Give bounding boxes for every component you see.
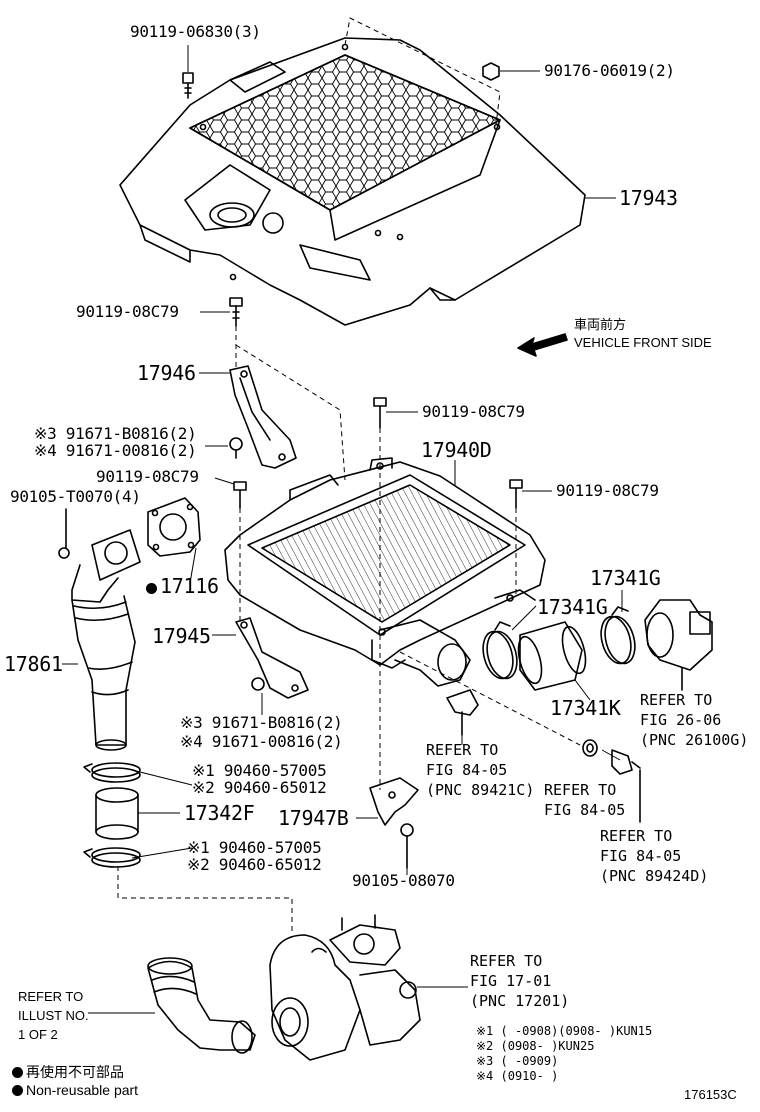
- seal-ring-icon: [582, 739, 598, 757]
- legend-dot-icon: [12, 1085, 23, 1096]
- clamp-17341g-b-icon: [600, 606, 636, 665]
- non-reusable-dot-icon: [146, 583, 157, 594]
- ref-line: REFER TO: [544, 781, 617, 799]
- label-90176-06019: 90176-06019(2): [544, 61, 675, 80]
- label-90460-65012-a: ※2 90460-65012: [192, 778, 327, 797]
- ref-line: FIG 84-05: [426, 761, 508, 779]
- ref-line: ILLUST NO.: [18, 1008, 89, 1023]
- label-90119-06830: 90119-06830(3): [130, 22, 261, 41]
- nut-90176-06019-icon: [482, 62, 500, 81]
- label-17861: 17861: [4, 652, 63, 676]
- ref-fig-26-06: REFER TO FIG 26-06 (PNC 26100G): [640, 690, 748, 750]
- throttle-body-icon: [644, 599, 713, 691]
- label-17947b: 17947B: [278, 806, 349, 830]
- sensor-89421c-icon: [446, 689, 479, 736]
- label-17341g-a: 17341G: [537, 595, 608, 619]
- engine-cover-17943-icon: [119, 37, 586, 326]
- label-90119-08c79-c: 90119-08C79: [422, 402, 525, 421]
- illustration-code: 176153C: [684, 1087, 737, 1102]
- label-90460-57005-a: ※1 90460-57005: [192, 761, 327, 780]
- hose-17341k-icon: [517, 621, 587, 691]
- gasket-17116-icon: [147, 497, 201, 557]
- hose-17861-icon: [58, 508, 141, 751]
- leader-lines: [62, 45, 623, 1014]
- bolt-90119-08c79-c-icon: [373, 397, 387, 429]
- turbocharger-icon: [269, 914, 421, 1061]
- ref-line: FIG 17-01: [470, 972, 552, 990]
- intercooler-17940d-icon: [224, 457, 546, 687]
- bracket-17945-icon: [235, 617, 309, 699]
- legend-en: Non-reusable part: [12, 1082, 138, 1098]
- note-line: ※3 ( -0909): [476, 1054, 559, 1068]
- label-17943: 17943: [619, 186, 678, 210]
- ref-line: (PNC 89421C): [426, 781, 535, 799]
- ref-illust: REFER TO ILLUST NO. 1 OF 2: [18, 987, 89, 1044]
- applicability-notes: ※1 ( -0908)(0908- )KUN15 ※2 (0908- )KUN2…: [476, 1024, 652, 1084]
- ref-line: FIG 84-05: [544, 801, 626, 819]
- legend-jp: 再使用不可部品: [12, 1062, 124, 1082]
- intake-duct-icon: [147, 957, 256, 1054]
- vehicle-front-jp: 車両前方: [574, 317, 627, 332]
- ref-line: REFER TO: [426, 741, 499, 759]
- label-17940d: 17940D: [421, 438, 492, 462]
- note-line: ※1 ( -0908)(0908- )KUN15: [476, 1024, 653, 1038]
- legend-en-text: Non-reusable part: [26, 1082, 139, 1098]
- nut-91671-b-icon: [251, 677, 265, 691]
- label-91671-00816-b: ※4 91671-00816(2): [180, 732, 343, 751]
- ref-line: FIG 84-05: [600, 847, 682, 865]
- ref-fig-84-05-c: REFER TO FIG 84-05 (PNC 89424D): [600, 826, 708, 886]
- bolt-90119-06830-icon: [182, 72, 194, 99]
- label-17945: 17945: [152, 624, 211, 648]
- label-90119-08c79-a: 90119-08C79: [76, 302, 179, 321]
- bolt-90119-08c79-a-icon: [229, 297, 243, 327]
- bolt-90105-08070-icon: [400, 823, 414, 869]
- ref-line: REFER TO: [470, 952, 543, 970]
- ref-line: REFER TO: [18, 989, 84, 1004]
- vehicle-front-en: VEHICLE FRONT SIDE: [574, 335, 712, 350]
- ref-fig-84-05-b: REFER TO FIG 84-05: [544, 780, 625, 820]
- legend-dot-icon: [12, 1067, 23, 1078]
- ref-line: REFER TO: [600, 827, 673, 845]
- ref-line: (PNC 89424D): [600, 867, 709, 885]
- label-91671-00816-a: ※4 91671-00816(2): [34, 441, 197, 460]
- label-17116: 17116: [146, 576, 219, 596]
- label-90119-08c79-b: 90119-08C79: [96, 467, 199, 486]
- ref-line: 1 OF 2: [18, 1027, 58, 1042]
- label-17341g-b: 17341G: [590, 566, 661, 590]
- clamp-90460-a-icon: [83, 762, 141, 783]
- legend-jp-text: 再使用不可部品: [26, 1064, 124, 1080]
- bracket-17946-icon: [229, 365, 297, 469]
- label-90105-08070: 90105-08070: [352, 871, 455, 890]
- label-91671-b0816-b: ※3 91671-B0816(2): [180, 713, 343, 732]
- sensor-89424d-icon: [611, 749, 641, 823]
- ref-line: (PNC 26100G): [640, 731, 749, 749]
- label-17341k: 17341K: [550, 696, 621, 720]
- label-90460-65012-b: ※2 90460-65012: [187, 855, 322, 874]
- hose-17342f-icon: [95, 787, 139, 840]
- bolt-90119-08c79-d-icon: [509, 479, 523, 509]
- label-17116-text: 17116: [160, 574, 219, 598]
- ref-line: (PNC 17201): [470, 992, 570, 1010]
- label-91671-b0816-a: ※3 91671-B0816(2): [34, 424, 197, 443]
- label-90460-57005-b: ※1 90460-57005: [187, 838, 322, 857]
- ref-fig-84-05-a: REFER TO FIG 84-05 (PNC 89421C): [426, 740, 534, 800]
- label-90105-t0070: 90105-T0070(4): [10, 487, 141, 506]
- label-90119-08c79-d: 90119-08C79: [556, 481, 659, 500]
- clamp-90460-b-icon: [83, 847, 141, 868]
- note-line: ※2 (0908- )KUN25: [476, 1039, 595, 1053]
- clamp-17341g-a-icon: [482, 621, 518, 680]
- ref-line: REFER TO: [640, 691, 713, 709]
- dashed-guides: [117, 17, 581, 935]
- label-17946: 17946: [137, 361, 196, 385]
- ref-fig-17-01: REFER TO FIG 17-01 (PNC 17201): [470, 951, 569, 1011]
- label-17342f: 17342F: [184, 801, 255, 825]
- nut-91671-a-icon: [229, 437, 243, 459]
- bolt-90119-08c79-b-icon: [233, 481, 247, 509]
- bracket-17947b-icon: [369, 777, 419, 826]
- note-line: ※4 (0910- ): [476, 1069, 559, 1083]
- vehicle-front-arrow-icon: [517, 333, 568, 357]
- ref-line: FIG 26-06: [640, 711, 722, 729]
